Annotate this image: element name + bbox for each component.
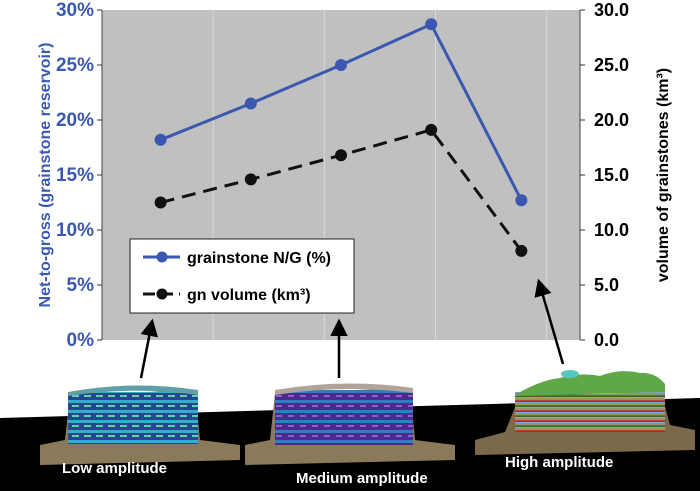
medium-amplitude-top [275,383,413,395]
left-tick-label: 5% [67,275,95,296]
medium-amplitude-strata [275,390,413,445]
high-amplitude-strata [515,392,665,432]
left-tick-label: 0% [67,330,95,351]
series-point-1 [335,149,347,162]
caption-medium-amplitude: Medium amplitude [296,470,428,487]
right-tick-label: 0.0 [594,330,619,350]
low-amplitude-model [40,385,240,465]
series-point-0 [154,133,167,146]
left-axis-ticks: 0% 5% 10% 15% 20% 25% 30% [56,0,102,351]
left-tick-label: 20% [56,110,94,131]
series-point-0 [515,194,528,207]
right-tick-label: 5.0 [594,275,619,295]
right-tick-label: 30.0 [594,0,629,20]
right-axis-ticks: 0.0 5.0 10.0 15.0 20.0 25.0 30.0 [580,0,629,350]
legend-marker-ng [156,251,168,263]
series-point-1 [154,196,167,209]
right-tick-label: 20.0 [594,110,629,130]
right-tick-label: 10.0 [594,220,629,240]
right-axis-title: volume of grainstones (km³) [655,68,672,282]
legend-box [129,238,355,314]
legend-label-volume: gn volume (km³) [187,287,311,304]
series-point-1 [244,173,257,186]
right-tick-label: 15.0 [594,165,629,185]
series-point-1 [425,123,438,136]
arrow-high [534,278,565,365]
low-amplitude-strata [68,392,198,444]
caption-high-amplitude: High amplitude [505,454,613,471]
high-amplitude-top [515,371,665,396]
arrow-low [139,318,158,379]
caption-low-amplitude: Low amplitude [62,460,167,477]
legend: grainstone N/G (%) gn volume (km³) [129,238,355,314]
legend-label-ng: grainstone N/G (%) [187,250,331,267]
low-amplitude-top [68,385,198,396]
legend-marker-volume [156,288,168,300]
left-axis-title: Net-to-gross (grainstone reservoir) [37,43,54,308]
series-point-1 [515,244,528,257]
right-tick-label: 25.0 [594,55,629,75]
series-point-0 [425,18,438,31]
series-layer [154,18,528,257]
left-tick-label: 10% [56,220,94,241]
left-tick-label: 25% [56,55,94,76]
high-amplitude-model [475,370,695,455]
series-point-0 [244,97,257,110]
series-point-0 [335,59,347,71]
high-amplitude-peak [561,370,579,378]
medium-amplitude-model [245,383,455,465]
left-tick-label: 15% [56,165,94,186]
left-tick-label: 30% [56,0,94,21]
